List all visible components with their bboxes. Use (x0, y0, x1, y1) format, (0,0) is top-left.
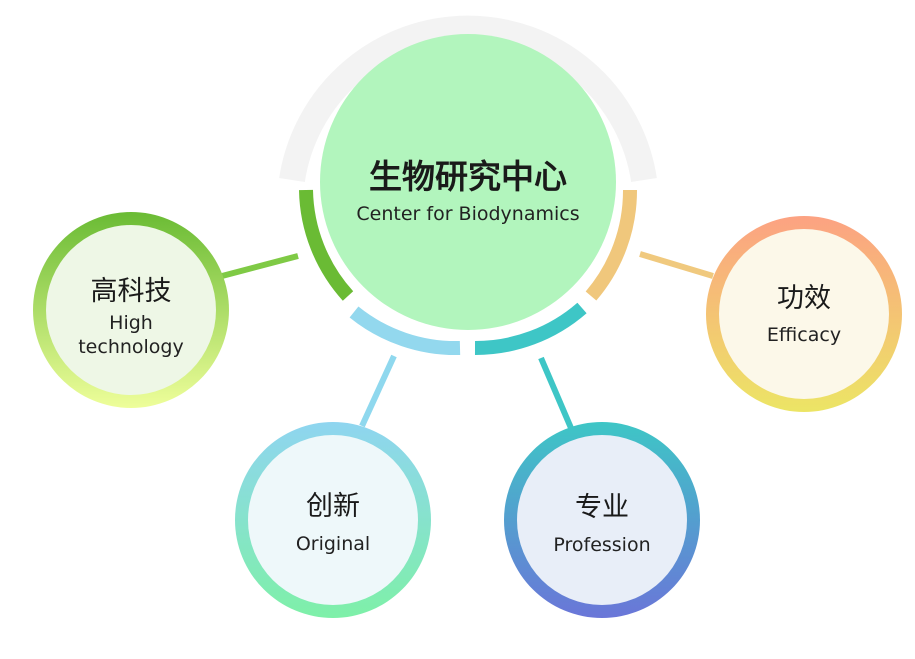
node-original-zh: 创新 (306, 491, 360, 522)
node-profession: 专业 Profession (504, 422, 700, 618)
hub-arc-high-tech (299, 189, 354, 301)
node-high-tech-en-line1: High (109, 312, 153, 334)
hub-arc-profession (474, 302, 587, 356)
node-profession-en: Profession (553, 534, 650, 556)
node-original-en: Original (296, 533, 370, 555)
hub-arc-efficacy (585, 189, 638, 301)
node-efficacy: 功效 Efficacy (706, 216, 902, 412)
node-high-tech: 高科技 High technology (33, 212, 229, 408)
node-high-tech-zh: 高科技 (91, 276, 172, 307)
node-profession-zh: 专业 (575, 492, 629, 523)
node-efficacy-en: Efficacy (767, 324, 841, 346)
node-efficacy-zh: 功效 (777, 283, 831, 314)
center-circle (320, 34, 616, 330)
center-title-zh: 生物研究中心 (369, 157, 567, 196)
node-original: 创新 Original (235, 422, 431, 618)
connector-profession (538, 356, 574, 430)
node-high-tech-en-line2: technology (78, 336, 184, 358)
hub-top-arc (279, 15, 657, 182)
connector-original (359, 354, 397, 428)
hub-arc-original (349, 306, 461, 356)
center-title-en: Center for Biodynamics (356, 203, 579, 225)
connector-high-tech (221, 253, 299, 279)
connector-efficacy (639, 251, 714, 279)
